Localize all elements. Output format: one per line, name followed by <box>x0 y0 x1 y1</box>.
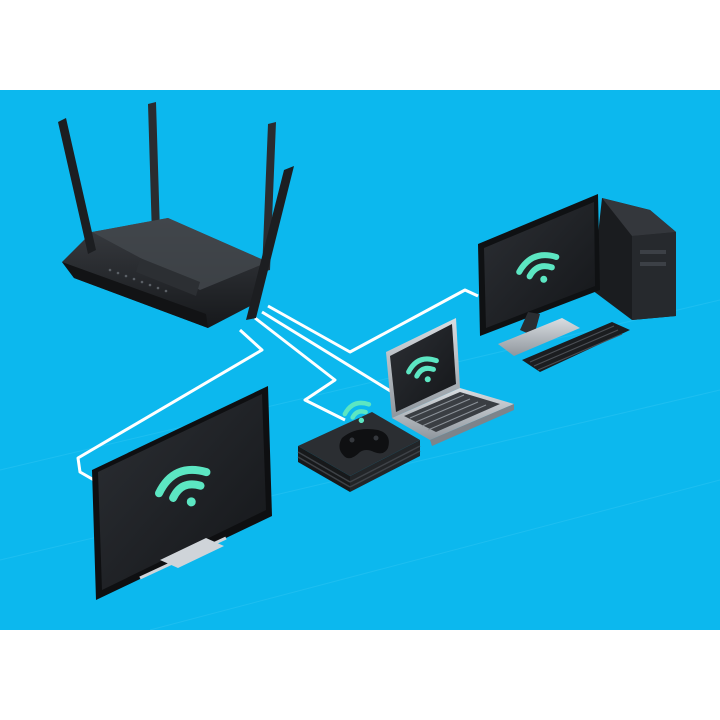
wifi-icon-desktop <box>516 252 560 283</box>
scene-illustration <box>0 102 720 630</box>
desktop-tower <box>592 198 676 320</box>
wifi-icon-console <box>342 400 372 424</box>
router-icon <box>58 102 294 328</box>
keyboard-icon <box>522 322 630 372</box>
laptop-wifi-icon <box>386 318 514 446</box>
gamepad-icon <box>339 429 389 459</box>
tv-wifi-icon <box>92 386 272 600</box>
wifi-icon-laptop <box>406 356 439 383</box>
desktop-monitor-wifi-icon <box>478 194 600 356</box>
network-scene <box>0 90 720 630</box>
line-to-desktop <box>267 288 479 354</box>
wifi-icon-tv <box>154 465 211 507</box>
line-to-console <box>254 316 346 422</box>
line-to-laptop <box>261 310 393 394</box>
